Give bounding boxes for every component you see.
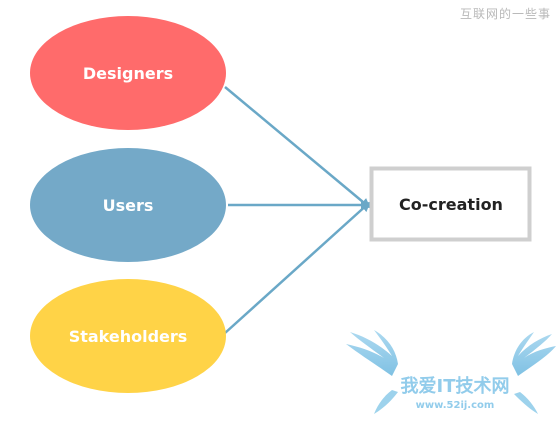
designers-ellipse bbox=[30, 16, 226, 130]
node-co-creation: Co-creation bbox=[369, 166, 532, 242]
stakeholders-label: Stakeholders bbox=[69, 327, 188, 346]
node-stakeholders: Stakeholders bbox=[30, 279, 226, 393]
arrow-stakeholders-to-co-creation bbox=[224, 201, 371, 334]
users-label: Users bbox=[103, 196, 154, 215]
watermark-title: 我爱IT技术网 bbox=[401, 375, 510, 397]
arrow-designers-to-co-creation bbox=[224, 86, 371, 209]
co-creation-label: Co-creation bbox=[399, 195, 503, 214]
node-designers: Designers bbox=[30, 16, 226, 130]
node-users: Users bbox=[30, 148, 226, 262]
header-watermark-text: 互联网的一些事 bbox=[459, 7, 551, 21]
users-ellipse bbox=[30, 148, 226, 262]
site-watermark: 我爱IT技术网 www.52ij.com bbox=[346, 330, 556, 414]
designers-label: Designers bbox=[83, 64, 173, 83]
co-creation-box bbox=[369, 166, 532, 242]
watermark-url: www.52ij.com bbox=[416, 400, 495, 411]
wings-icon bbox=[346, 330, 556, 414]
stakeholders-ellipse bbox=[30, 279, 226, 393]
